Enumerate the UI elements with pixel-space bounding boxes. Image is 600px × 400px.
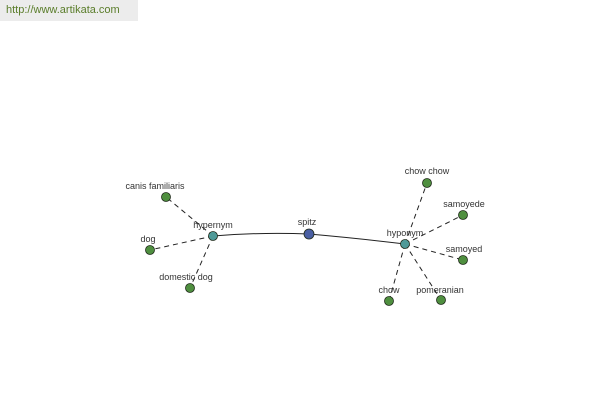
- node-samoyede[interactable]: [458, 210, 468, 220]
- node-canis-familiaris[interactable]: [161, 192, 171, 202]
- label-hyponym[interactable]: hyponym: [387, 228, 424, 238]
- label-domestic-dog[interactable]: domestic dog: [159, 272, 213, 282]
- edge-hypernym-dog: [149, 235, 214, 251]
- label-samoyede[interactable]: samoyede: [443, 199, 485, 209]
- edge-hypernym-canis-familiaris: [165, 196, 214, 237]
- label-canis-familiaris[interactable]: canis familiaris: [125, 181, 185, 191]
- label-dog[interactable]: dog: [140, 234, 155, 244]
- edge-hypernym-domestic-dog: [189, 235, 214, 289]
- label-pomeranian[interactable]: pomeranian: [416, 285, 464, 295]
- label-chow[interactable]: chow: [378, 285, 400, 295]
- node-hyponym[interactable]: [400, 239, 410, 249]
- node-domestic-dog[interactable]: [185, 283, 195, 293]
- edge-spitz-hyponym: [308, 233, 406, 245]
- node-dog[interactable]: [145, 245, 155, 255]
- site-url[interactable]: http://www.artikata.com: [0, 0, 138, 21]
- graph-labels: spitz hypernym hyponym canis familiaris …: [125, 166, 484, 295]
- edge-hyponym-chow-chow: [404, 182, 428, 245]
- label-chow-chow[interactable]: chow chow: [405, 166, 450, 176]
- edge-hyponym-samoyede: [404, 214, 464, 245]
- node-samoyed[interactable]: [458, 255, 468, 265]
- graph-nodes: [145, 178, 468, 306]
- node-chow[interactable]: [384, 296, 394, 306]
- label-hypernym[interactable]: hypernym: [193, 220, 233, 230]
- node-hypernym[interactable]: [208, 231, 218, 241]
- edge-hyponym-chow: [388, 243, 406, 302]
- edge-hyponym-samoyed: [404, 243, 464, 261]
- edge-hyponym-pomeranian: [404, 243, 442, 301]
- node-chow-chow[interactable]: [422, 178, 432, 188]
- node-spitz[interactable]: [303, 228, 315, 240]
- label-spitz[interactable]: spitz: [298, 217, 317, 227]
- edge-spitz-hypernym: [212, 232, 310, 237]
- label-samoyed[interactable]: samoyed: [446, 244, 483, 254]
- node-pomeranian[interactable]: [436, 295, 446, 305]
- graph-edges: [149, 182, 464, 302]
